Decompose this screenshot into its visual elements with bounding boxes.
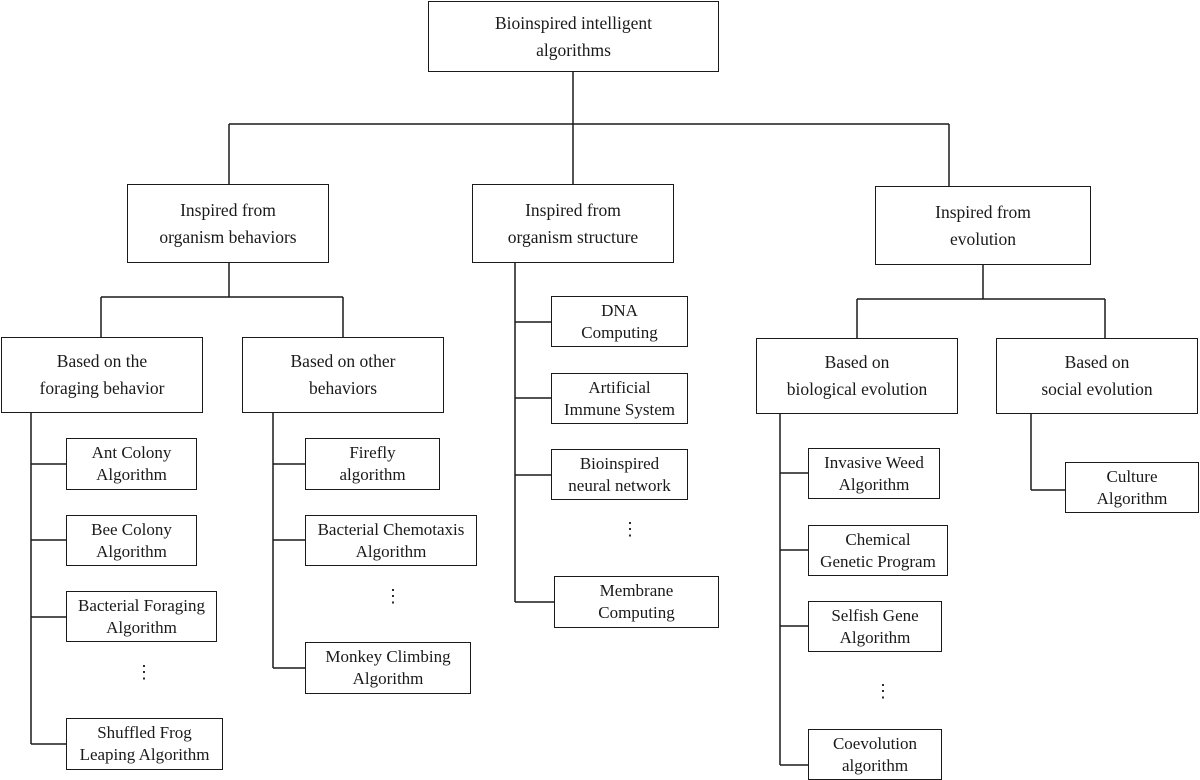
leaf-shuffled-frog: Shuffled Frog Leaping Algorithm bbox=[66, 718, 223, 770]
leaf-bioinspired-neural-network: Bioinspired neural network bbox=[551, 449, 688, 500]
leaf-bee-colony: Bee Colony Algorithm bbox=[66, 515, 197, 566]
category-organism-behaviors: Inspired from organism behaviors bbox=[127, 184, 329, 263]
subcategory-other-behaviors: Based on other behaviors bbox=[242, 337, 444, 413]
leaf-chemical-genetic-program: Chemical Genetic Program bbox=[808, 525, 948, 576]
category-organism-structure: Inspired from organism structure bbox=[472, 184, 674, 263]
ellipsis-structure: ⋮ bbox=[621, 519, 639, 539]
ellipsis-other-behaviors: ⋮ bbox=[384, 586, 402, 606]
root-node: Bioinspired intelligent algorithms bbox=[428, 1, 719, 72]
leaf-bacterial-foraging: Bacterial Foraging Algorithm bbox=[66, 591, 217, 642]
subcategory-biological-evolution: Based on biological evolution bbox=[756, 338, 958, 414]
leaf-artificial-immune-system: Artificial Immune System bbox=[551, 373, 688, 424]
leaf-dna-computing: DNA Computing bbox=[551, 296, 688, 347]
subcategory-foraging-behavior: Based on the foraging behavior bbox=[1, 337, 203, 413]
ellipsis-biological: ⋮ bbox=[874, 681, 892, 701]
leaf-monkey-climbing: Monkey Climbing Algorithm bbox=[305, 642, 471, 694]
leaf-bacterial-chemotaxis: Bacterial Chemotaxis Algorithm bbox=[305, 515, 477, 566]
leaf-ant-colony: Ant Colony Algorithm bbox=[66, 438, 197, 490]
leaf-culture-algorithm: Culture Algorithm bbox=[1065, 462, 1199, 513]
ellipsis-foraging: ⋮ bbox=[135, 662, 153, 682]
leaf-membrane-computing: Membrane Computing bbox=[554, 576, 719, 628]
subcategory-social-evolution: Based on social evolution bbox=[996, 338, 1198, 414]
leaf-firefly: Firefly algorithm bbox=[305, 438, 440, 490]
leaf-invasive-weed: Invasive Weed Algorithm bbox=[808, 448, 940, 499]
category-evolution: Inspired from evolution bbox=[875, 186, 1091, 265]
leaf-selfish-gene: Selfish Gene Algorithm bbox=[808, 601, 942, 652]
leaf-coevolution: Coevolution algorithm bbox=[808, 729, 942, 780]
